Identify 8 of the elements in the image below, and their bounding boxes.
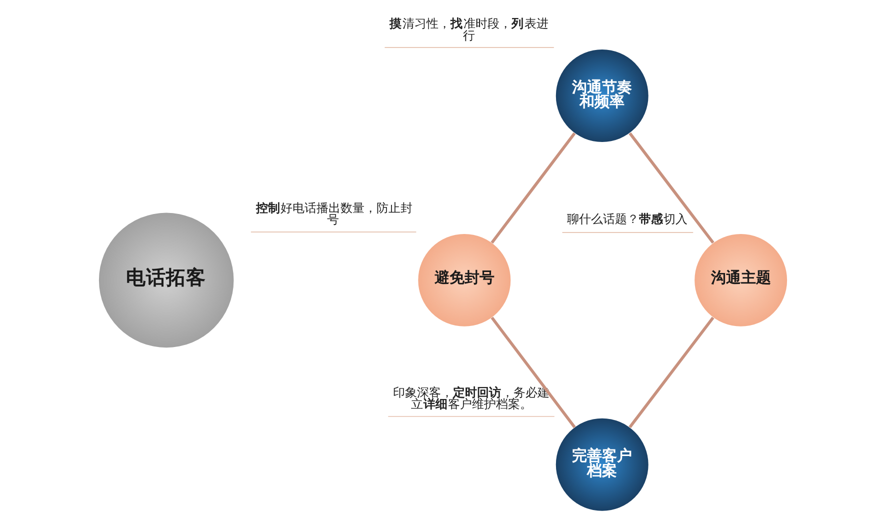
node-label: 控制好电话播出数量，防止封号	[255, 200, 412, 227]
node-circle: 电话拓客	[98, 212, 234, 348]
connector	[628, 132, 714, 244]
connector	[490, 132, 576, 244]
node-label: 聊什么话题？带感切入	[566, 212, 688, 226]
connector	[628, 316, 714, 428]
connector	[490, 316, 576, 428]
node-label: 摸清习性，找准时段，列表进行	[389, 16, 548, 42]
